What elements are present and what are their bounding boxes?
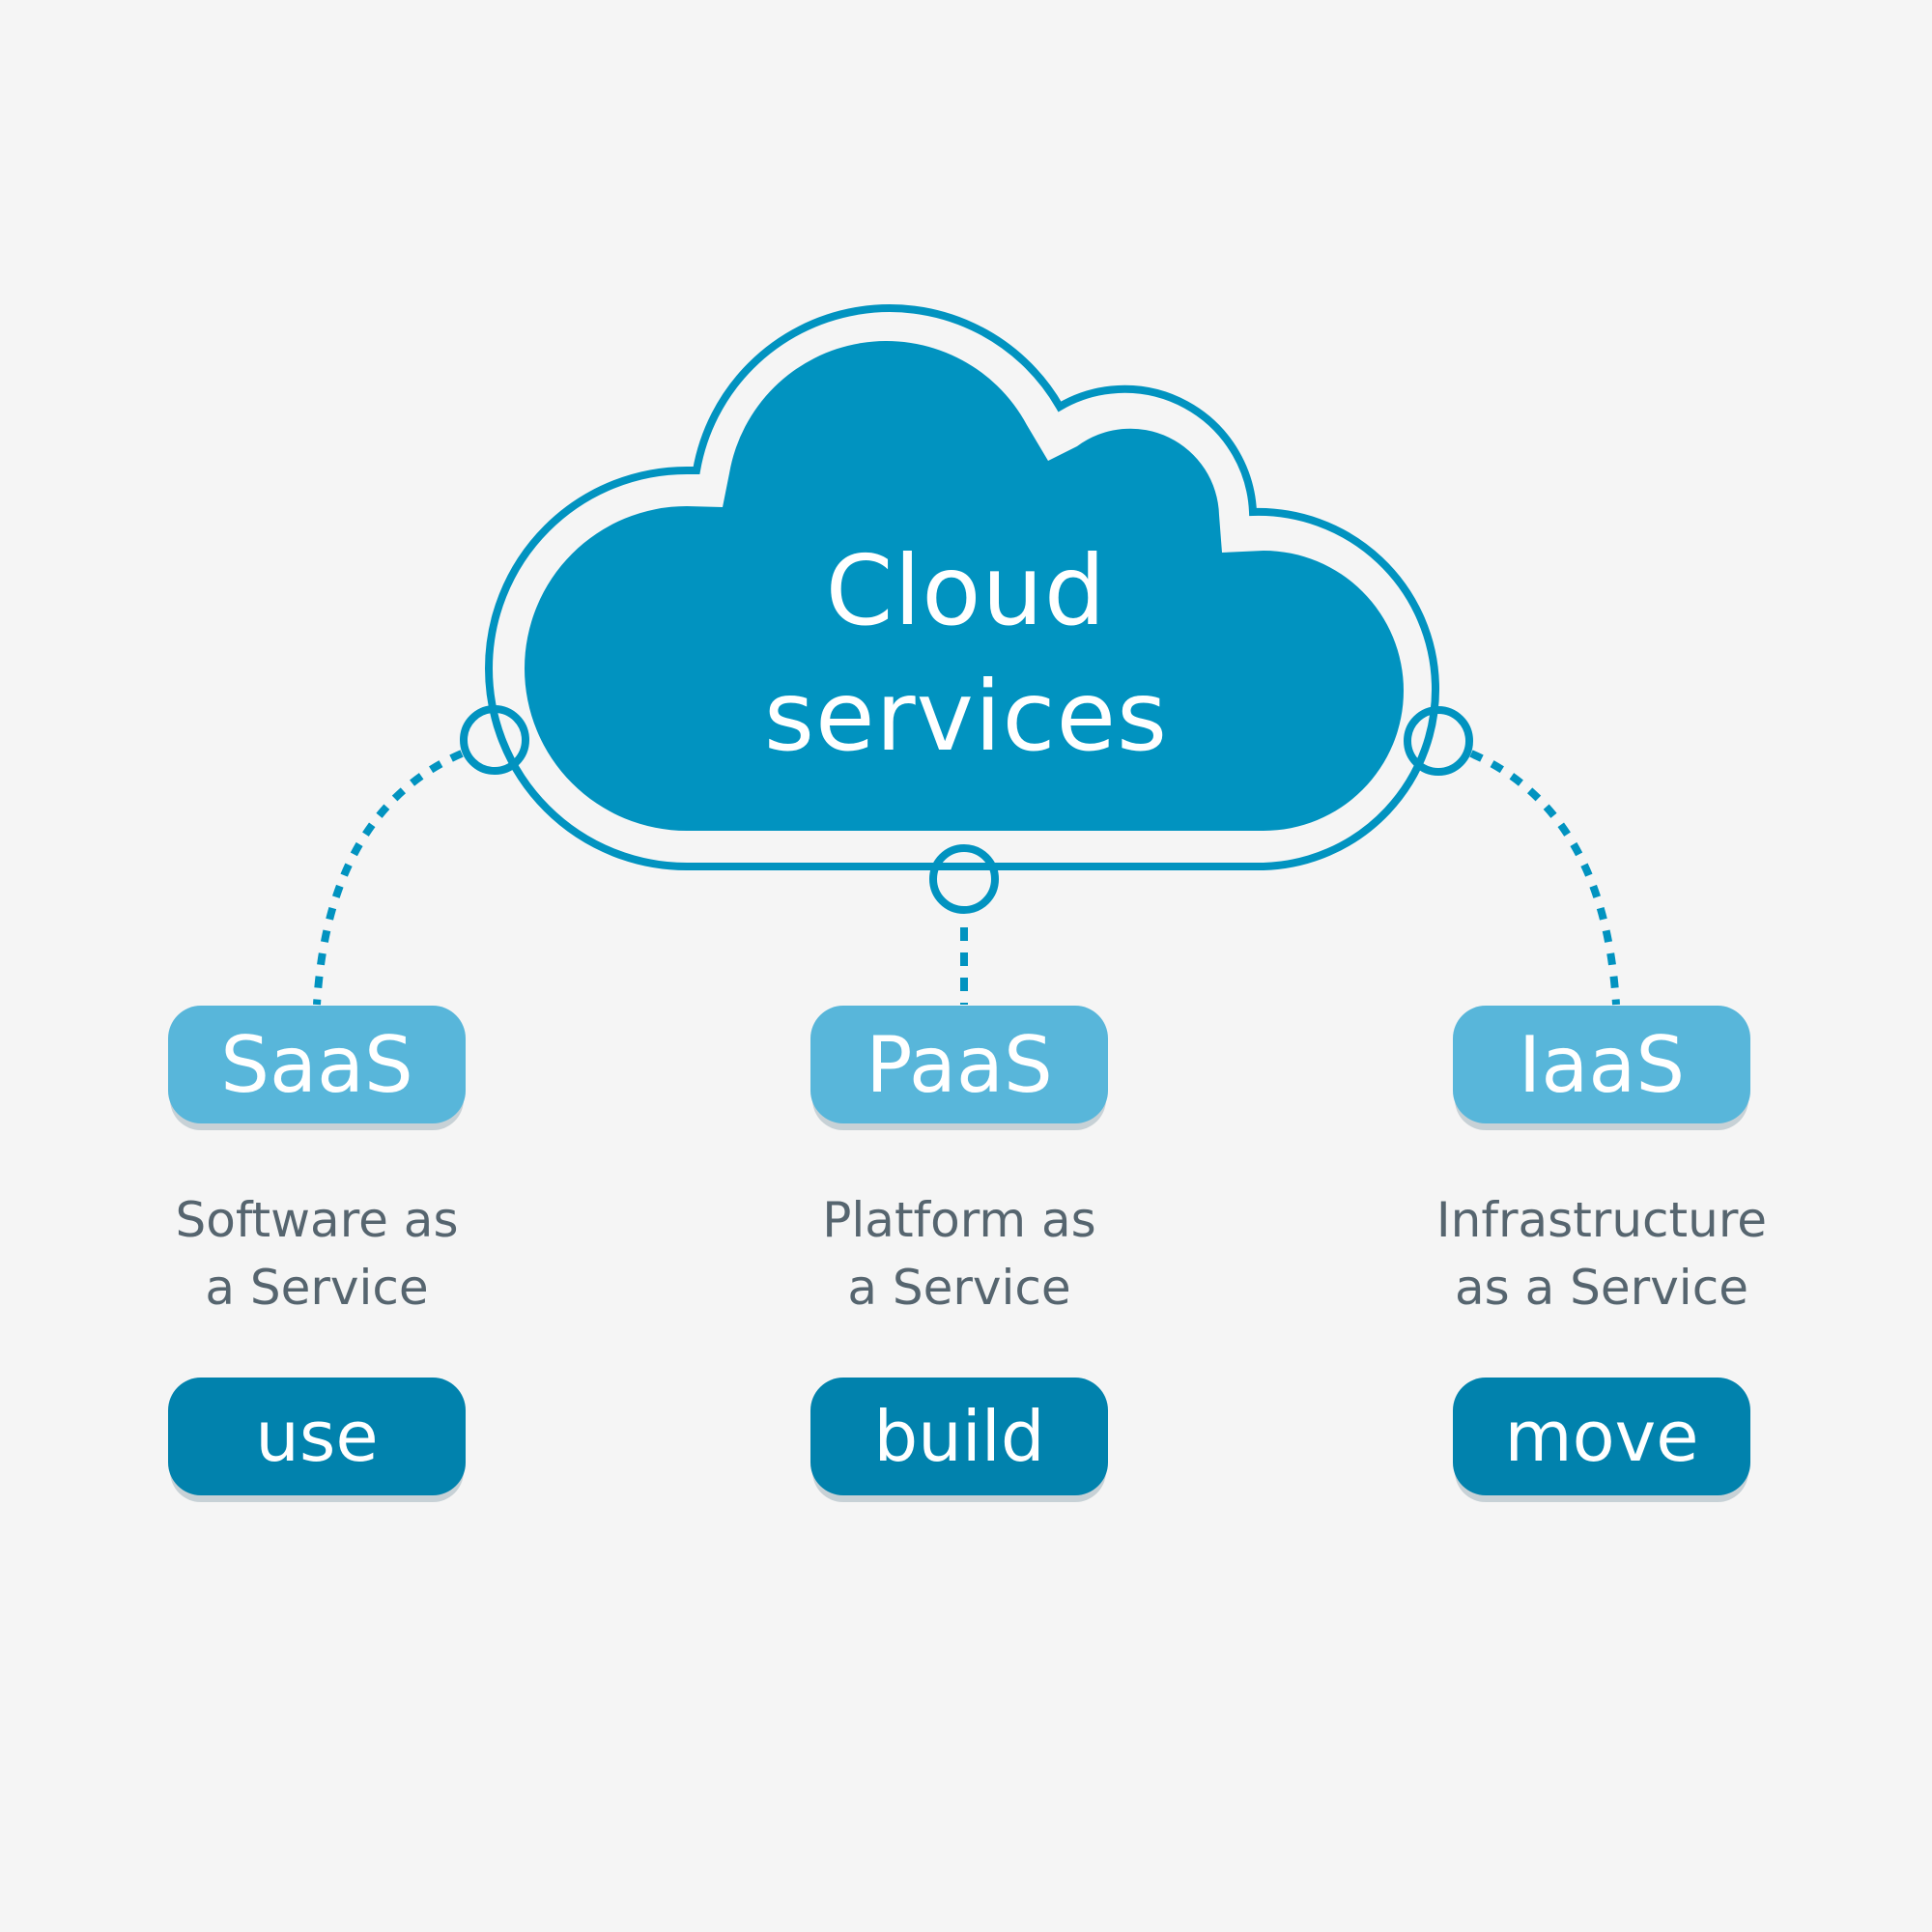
saas-badge: SaaS	[168, 1006, 466, 1123]
paas-description: Platform as a Service	[766, 1186, 1152, 1321]
iaas-badge: IaaS	[1453, 1006, 1750, 1123]
iaas-connector	[1469, 750, 1620, 1006]
cloud-title-line1: Cloud	[825, 534, 1107, 647]
move-button[interactable]: move	[1453, 1378, 1750, 1495]
iaas-description: Infrastructure as a Service	[1408, 1186, 1795, 1321]
saas-description: Software as a Service	[124, 1186, 510, 1321]
saas-node-icon	[460, 705, 529, 775]
cloud-title-line2: services	[763, 660, 1169, 773]
use-button[interactable]: use	[168, 1378, 466, 1495]
paas-description-line2: a Service	[847, 1260, 1071, 1316]
build-button[interactable]: build	[810, 1378, 1108, 1495]
iaas-description-line1: Infrastructure	[1435, 1192, 1768, 1248]
saas-description-line2: a Service	[205, 1260, 429, 1316]
iaas-description-line2: as a Service	[1455, 1260, 1748, 1316]
iaas-node-icon	[1404, 706, 1473, 776]
paas-description-line1: Platform as	[822, 1192, 1096, 1248]
cloud-shape	[525, 341, 1404, 831]
paas-node-icon	[929, 844, 999, 914]
saas-description-line1: Software as	[175, 1192, 459, 1248]
paas-badge: PaaS	[810, 1006, 1108, 1123]
saas-connector	[313, 750, 464, 1006]
cloud-outline	[485, 304, 1439, 870]
